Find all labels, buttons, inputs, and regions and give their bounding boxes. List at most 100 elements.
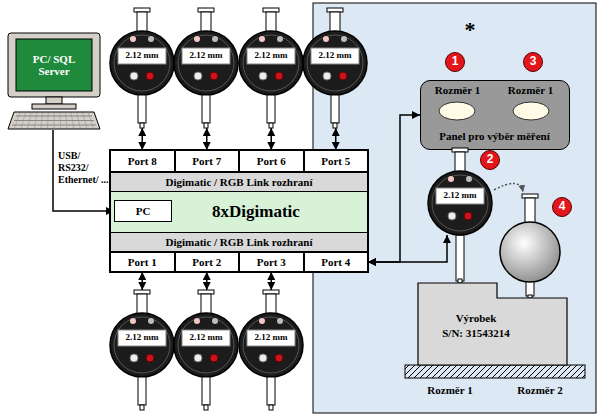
text-slot: Port 1 (111, 253, 174, 271)
gauge-reading: 2.12 mm (126, 51, 159, 61)
gauge-button (448, 176, 454, 182)
gauge-reading: 2.12 mm (255, 333, 288, 343)
port-box: Port 7 (175, 150, 240, 172)
gauge-stem (330, 12, 340, 32)
monitor-bezel (8, 33, 100, 97)
gauge-stem (201, 12, 211, 32)
label-slot: 2 (480, 150, 500, 170)
monitor-base (32, 104, 76, 109)
interface-box: 8xDigimaticPort 8Port 7Port 6Port 5Digim… (110, 150, 368, 272)
keyboard-keys (47, 113, 49, 128)
gauge-tip (269, 123, 273, 128)
keyboard-keys (54, 113, 55, 128)
port-box: Port 2 (175, 252, 240, 272)
dimension-label: Rozměr 2 (517, 384, 562, 396)
keyboard-keys (15, 113, 20, 128)
panel-button (513, 102, 549, 120)
gauge-button (277, 36, 283, 42)
gauge-stem (137, 294, 147, 314)
text-slot: PC/ SQL Server (16, 39, 92, 91)
text-slot: Port 2 (176, 253, 239, 271)
keyboard-keys (83, 113, 87, 128)
gauge-reading: 2.12 mm (444, 191, 477, 201)
port-label: Port 6 (257, 155, 286, 167)
pc-monitor: PC/ SQL Server (8, 33, 100, 130)
keyboard-keys (28, 113, 31, 128)
text-slot: Digimatic / RGB Link rozhraní (111, 233, 367, 251)
port-label: Port 5 (321, 155, 350, 167)
text-slot: Port 3 (240, 253, 303, 271)
gauge-button (466, 176, 472, 182)
gauge-button (277, 318, 283, 324)
gauge-display (182, 48, 230, 64)
keyboard-keys (65, 113, 67, 128)
gauge-body (428, 171, 492, 235)
gauge-button (146, 354, 154, 362)
text-slot: 2.12 mm (247, 48, 295, 64)
workpiece-text: S/N: 31543214 (442, 327, 510, 339)
gauge-button (275, 72, 283, 80)
gauge-rim (307, 35, 363, 91)
indicator-stem (525, 198, 535, 224)
keyboard (8, 112, 100, 129)
digital-gauge-shape (238, 8, 304, 128)
interface-band: Digimatic / RGB Link rozhraní (110, 172, 368, 192)
gauge-rim (243, 35, 299, 91)
callout-number: 4 (552, 197, 572, 217)
connection-label: USB/ RS232/ Ethernet/ ... (58, 150, 110, 186)
callout-number: 3 (523, 52, 543, 72)
monitor-screen (16, 39, 92, 91)
gauge-button (212, 36, 218, 42)
port-box: Port 8 (110, 150, 175, 172)
text-slot: Port 6 (240, 151, 303, 171)
monitor-stand (46, 97, 62, 104)
gauge-rim (178, 35, 234, 91)
gauge-cap (134, 290, 150, 294)
text-slot: Panel pro výběr měření (421, 128, 568, 144)
gauge-button (148, 318, 154, 324)
text-slot: 2.12 mm (436, 188, 484, 204)
gauge-plunger (202, 377, 210, 405)
gauge-rim (432, 175, 488, 231)
gauge-cap (327, 8, 343, 12)
gauge-button (146, 72, 154, 80)
keyboard-keys (77, 113, 80, 128)
connector (206, 128, 208, 150)
port-label: Port 8 (128, 155, 157, 167)
connector (368, 235, 447, 262)
gauge-display (247, 330, 295, 346)
band-label: Digimatic / RGB Link rozhraní (165, 236, 312, 248)
keyboard-keys (59, 113, 61, 128)
gauge-button (259, 36, 265, 42)
selection-panel: Rozměr 1Rozměr 1Panel pro výběr měření (420, 80, 570, 150)
digital-gauge: 2.12 mm (173, 290, 239, 410)
gauge-tip (140, 123, 144, 128)
gauge-plunger (138, 377, 146, 405)
gauge-plunger (138, 95, 146, 123)
gauge-body (239, 313, 303, 377)
label-slot: 4 (552, 197, 572, 217)
text-slot: 2.12 mm (118, 330, 166, 346)
gauge-cap (263, 8, 279, 12)
gauge-button (194, 72, 202, 80)
text-slot: PC (115, 201, 171, 221)
gauge-display (118, 330, 166, 346)
port-label: Port 3 (257, 256, 286, 268)
gauge-button (212, 318, 218, 324)
label-slot: 3 (523, 52, 543, 72)
gauge-stem (137, 12, 147, 32)
gauge-reading: 2.12 mm (319, 51, 352, 61)
gauge-button (194, 318, 200, 324)
connector (271, 128, 273, 150)
gauge-tip (140, 405, 144, 410)
workpiece-outline (418, 283, 567, 365)
gauge-body (110, 31, 174, 95)
gauge-stem (201, 294, 211, 314)
digital-gauge: 2.12 mm (109, 8, 175, 128)
keyboard-keys (88, 113, 93, 128)
gauge-cap (134, 8, 150, 12)
gauge-button (259, 72, 267, 80)
text-slot: Port 5 (305, 151, 368, 171)
label-slot: * (465, 18, 476, 42)
